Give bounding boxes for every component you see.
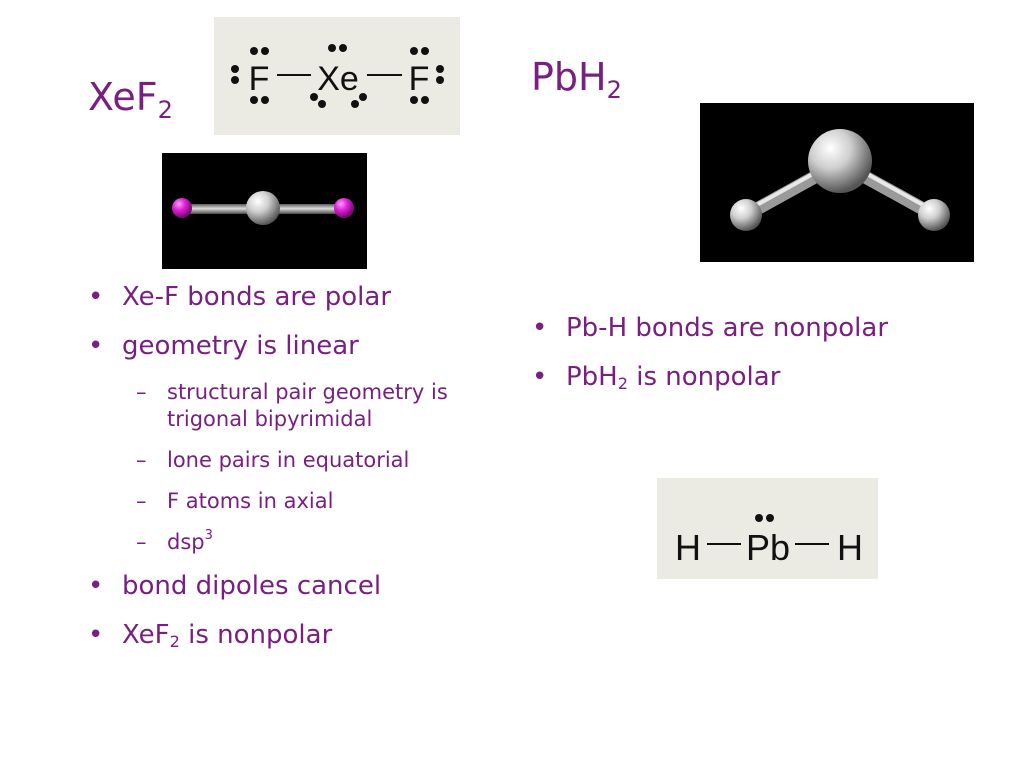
- pbh2-ball-stick-model: [700, 103, 974, 262]
- bullet-pb-h-nonpolar: Pb-H bonds are nonpolar: [526, 312, 986, 344]
- xef2-title: XeF2: [88, 75, 173, 124]
- lone-pair-dots: [755, 514, 774, 522]
- bullet-xe-f-polar: Xe-F bonds are polar: [82, 281, 502, 313]
- lewis-atom-h-right: H: [837, 527, 863, 568]
- subbullet-structural-pair: structural pair geometry is trigonal bip…: [82, 379, 502, 433]
- xef2-ball-stick-model: [162, 153, 367, 269]
- pbh2-bullet-list: Pb-H bonds are nonpolar PbH2 is nonpolar: [526, 312, 986, 410]
- bullet-dipoles-cancel: bond dipoles cancel: [82, 570, 502, 602]
- pbh2-title: PbH2: [531, 55, 622, 104]
- hydrogen-atom-left: [730, 199, 762, 231]
- subbullet-f-atoms: F atoms in axial: [82, 488, 502, 515]
- fluorine-atom-right: [334, 198, 354, 218]
- xef2-bullet-list: Xe-F bonds are polar geometry is linear …: [82, 281, 502, 668]
- xenon-atom: [246, 191, 280, 225]
- pbh2-lewis-structure: H Pb H: [657, 478, 878, 579]
- lewis-atom-xe: Xe: [317, 60, 359, 98]
- bullet-geometry-linear: geometry is linear: [82, 330, 502, 362]
- xef2-lewis-structure: F Xe F: [214, 17, 460, 135]
- subbullet-dsp3: dsp3: [82, 529, 502, 556]
- bullet-pbh2-nonpolar: PbH2 is nonpolar: [526, 361, 986, 393]
- bullet-xef2-nonpolar: XeF2 is nonpolar: [82, 619, 502, 651]
- lewis-atom-h-left: H: [675, 527, 701, 568]
- lewis-atom-f-left: F: [249, 60, 270, 98]
- hydrogen-atom-right: [918, 199, 950, 231]
- lone-pair-dots: [231, 44, 444, 108]
- fluorine-atom-left: [172, 198, 192, 218]
- subbullet-lone-pairs: lone pairs in equatorial: [82, 447, 502, 474]
- lead-atom: [808, 129, 872, 193]
- lewis-atom-pb: Pb: [746, 527, 790, 568]
- lewis-atom-f-right: F: [409, 60, 430, 98]
